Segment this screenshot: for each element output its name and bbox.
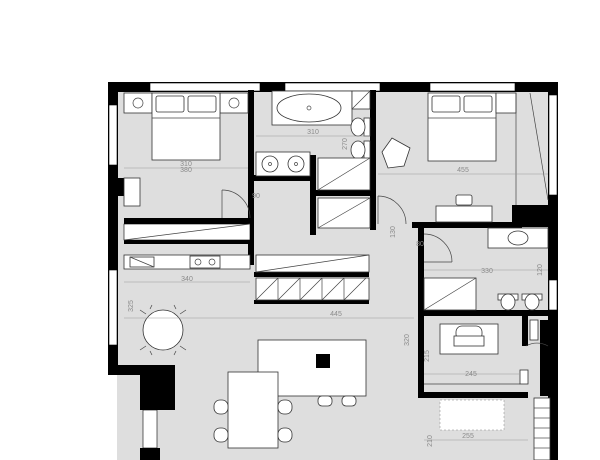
entry: [439, 397, 551, 460]
dim-bath-right-width: 330: [481, 268, 493, 275]
wall-right-lower: [540, 320, 552, 396]
interior-walls: [118, 90, 553, 398]
bed-icon: [151, 92, 221, 161]
dim-living-height: 325: [128, 300, 135, 312]
dim-bath-right-height: 120: [537, 264, 544, 276]
dim-corridor-height: 130: [390, 226, 397, 238]
window-right-2: [548, 279, 558, 311]
washing-machine-icon: [439, 323, 499, 355]
toilet-icon: [350, 117, 371, 137]
door-icon: [525, 342, 549, 347]
wall-bedroom-left-south: [124, 218, 250, 224]
window-left-2: [108, 269, 118, 346]
nightstand-left: [123, 92, 153, 114]
toilet-icon: [497, 293, 519, 311]
dim-entry-height: 210: [427, 435, 434, 447]
dim-utility-width: 245: [465, 371, 477, 378]
dimension-labels: 310 380 310 270 455 90 130 80 330 120 34…: [128, 129, 544, 447]
wall-bottom-left: [108, 365, 170, 375]
dim-entry-width: 255: [462, 433, 474, 440]
nightstand: [495, 92, 517, 114]
shower-icon: [423, 277, 477, 311]
window-right-1: [548, 94, 558, 196]
wall-bedroom-right-south: [412, 222, 522, 228]
wall-utility-south: [418, 392, 528, 398]
window-left-1: [108, 104, 118, 166]
bathroom-top: [255, 90, 371, 191]
dim-hall-small: 90: [252, 193, 260, 200]
bed-icon: [427, 92, 497, 162]
dining-table-icon: [227, 371, 279, 449]
wall-shower-west: [310, 155, 316, 235]
dimension-lines: [124, 135, 548, 441]
dim-living-height-b: 320: [404, 334, 411, 346]
stair-icon: [533, 397, 551, 460]
storage-units: [255, 254, 370, 301]
dim-bedroom-right-width: 455: [457, 167, 469, 174]
wall-bath-right-west: [418, 228, 424, 310]
column-right: [512, 205, 552, 227]
desk-icon: [435, 194, 493, 223]
closet: [317, 195, 407, 229]
door-icon: [423, 233, 453, 263]
column-bottom-left: [140, 365, 175, 410]
wall-closet-north: [316, 190, 376, 196]
bedroom-left: [123, 92, 251, 241]
dim-bath-lower-height: 215: [424, 350, 431, 362]
window-bottom-left: [142, 409, 158, 449]
wall-bedroom-left-east: [248, 90, 254, 265]
bathtub-icon: [271, 90, 353, 126]
wall-bath-east: [370, 90, 376, 230]
wall-storage-south: [254, 300, 369, 304]
toilet-icon: [521, 293, 543, 311]
wall-bath-right-south: [418, 310, 553, 316]
dim-bedroom-left-width-b: 380: [180, 167, 192, 174]
wall-left: [108, 82, 118, 372]
dim-closet-height: 80: [416, 241, 424, 248]
living-room: [139, 304, 367, 449]
door-icon: [221, 189, 251, 219]
wall-right: [548, 82, 558, 460]
dim-dining-width: 445: [330, 311, 342, 318]
dim-bath-top-height: 270: [342, 138, 349, 150]
sink-icon: [487, 227, 549, 249]
window-top-2: [284, 82, 381, 92]
window-top-3: [429, 82, 516, 92]
desk-small: [123, 177, 141, 207]
window-top-1: [149, 82, 261, 92]
wall-bottom-stub: [140, 448, 160, 460]
armchair-icon: [381, 137, 411, 169]
exterior-walls: [108, 82, 558, 460]
doormat: [439, 399, 505, 431]
wall-utility-west: [418, 316, 424, 396]
chair-icon: [213, 395, 357, 443]
wall-utility-east: [522, 316, 528, 346]
dim-kitchen-width: 340: [181, 276, 193, 283]
wall-bedroom-left-closet: [118, 178, 124, 196]
door-icon: [377, 195, 407, 225]
utility-room: [424, 319, 549, 385]
wall-storage-north: [254, 272, 369, 277]
wall-kitchen-north: [124, 240, 250, 244]
nightstand-right: [219, 92, 249, 114]
shower-icon: [317, 157, 371, 191]
kitchen: [123, 254, 251, 270]
dim-bath-top-width: 310: [307, 129, 319, 136]
wall-bath-south: [254, 175, 314, 181]
toilet-icon: [350, 140, 371, 160]
bathroom-right: [423, 227, 549, 311]
dim-bedroom-left-width-a: 310: [180, 161, 192, 168]
sink-icon: [255, 151, 311, 177]
dining-table-icon: [139, 304, 187, 356]
stove-icon: [189, 255, 221, 269]
bedroom-right: [381, 92, 549, 223]
